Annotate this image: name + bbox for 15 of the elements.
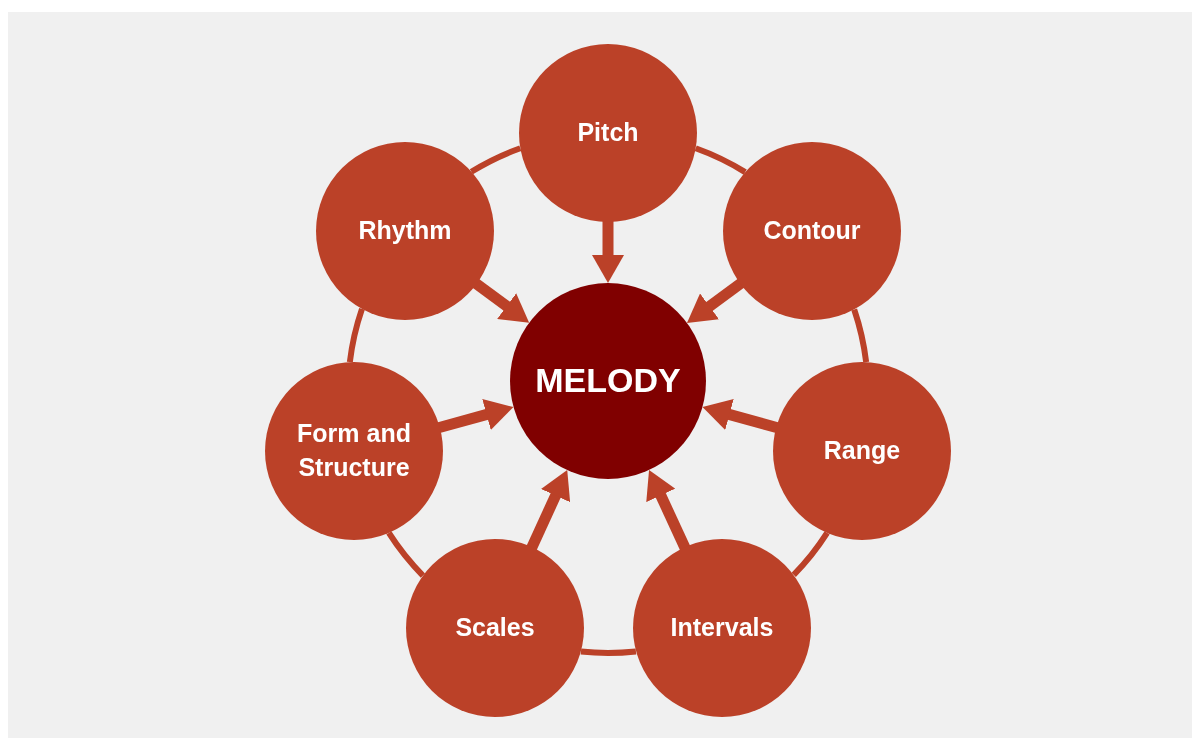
node-label: Rhythm <box>358 215 452 247</box>
connector-line <box>386 531 426 578</box>
connector-line <box>580 648 637 656</box>
node-label: Range <box>823 435 901 467</box>
node-label: Form and Structure <box>296 418 412 483</box>
connector-line <box>346 307 365 363</box>
connector-line <box>694 145 747 175</box>
node-label: MELODY <box>535 360 681 402</box>
connector-line <box>851 308 870 363</box>
connector-line <box>791 531 830 577</box>
node-label: Intervals <box>670 612 774 644</box>
node-label: Contour <box>763 215 861 247</box>
connector-line <box>469 145 522 175</box>
node-label: Scales <box>455 612 535 644</box>
node-label: Pitch <box>577 117 639 149</box>
